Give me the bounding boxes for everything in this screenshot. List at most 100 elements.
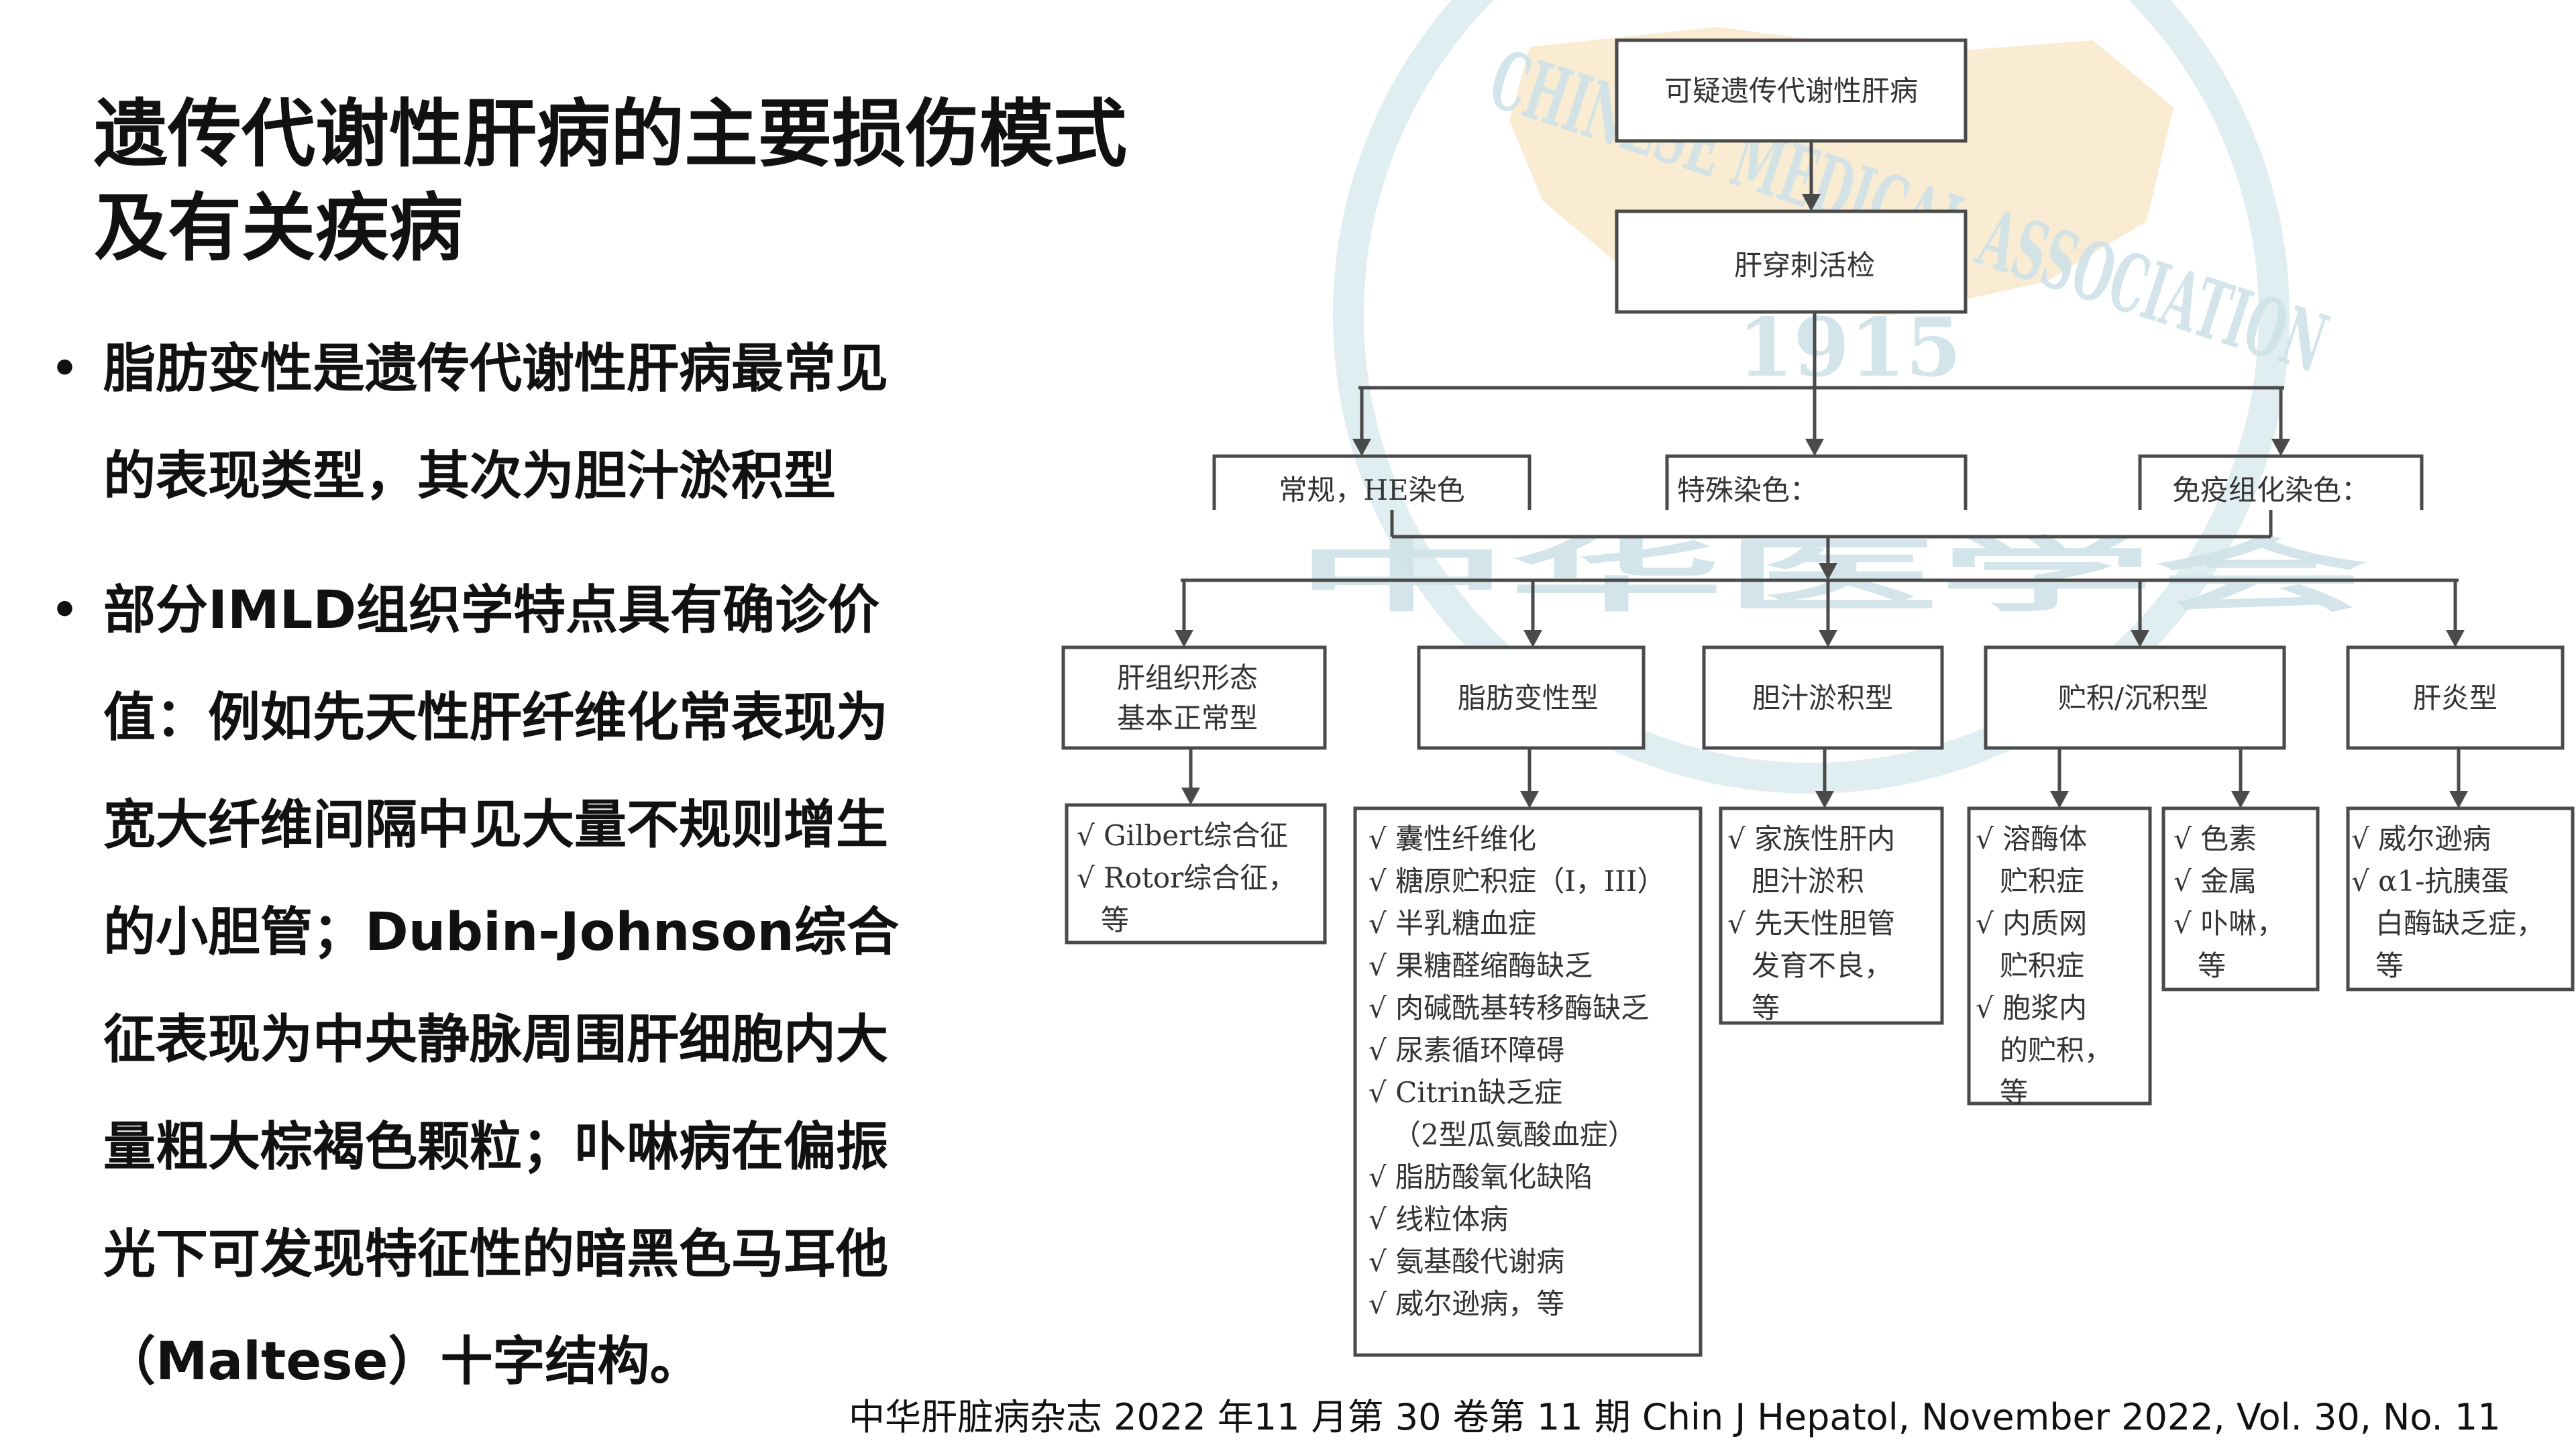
- disease-item: √ 先天性胆管: [1727, 907, 1895, 940]
- disease-item: √ Gilbert综合征: [1077, 819, 1288, 852]
- arrowhead: [1181, 788, 1200, 805]
- category-label: 脂肪变性型: [1458, 682, 1599, 714]
- disease-item: 发育不良，: [1752, 949, 1892, 982]
- disease-item: 白酶缺乏症，: [2375, 907, 2544, 940]
- arrowhead: [2271, 439, 2290, 456]
- disease-item: （2型瓜氨酸血症）: [1393, 1118, 1636, 1151]
- bullet-marker: •: [51, 586, 78, 635]
- arrowhead: [2231, 791, 2250, 808]
- disease-item: √ 胞浆内: [1976, 991, 2087, 1024]
- bullet-line: （Maltese）十字结构。: [103, 1332, 702, 1392]
- watermark-year: 1915: [1737, 301, 1962, 395]
- stain-box: [1665, 454, 1968, 510]
- slide-title-line-2: 及有关疾病: [94, 185, 463, 271]
- bullet-line: 的表现类型，其次为胆汁淤积型: [103, 446, 837, 506]
- arrowhead: [2131, 630, 2149, 647]
- disease-item: √ 半乳糖血症: [1368, 907, 1536, 940]
- disease-item: 等: [2000, 1076, 2028, 1109]
- category-box-1: [1061, 645, 1327, 750]
- bullet-line: 光下可发现特征性的暗黑色马耳他: [103, 1224, 889, 1285]
- slide-title-line-1: 遗传代谢性肝病的主要损伤模式: [94, 91, 1127, 177]
- watermark-ring: [1333, 0, 2290, 794]
- disease-item: √ α1-抗胰蛋: [2351, 865, 2509, 898]
- disease-item: 胆汁淤积: [1752, 865, 1864, 898]
- category-box-3: [1702, 645, 1944, 750]
- journal-citation: 中华肝脏病杂志 2022 年11 月第 30 卷第 11 期 Chin J He…: [849, 1396, 2501, 1438]
- disease-item: √ 内质网: [1976, 907, 2087, 940]
- arrowhead: [1523, 630, 1542, 647]
- liver-biopsy-box: [1615, 209, 1968, 314]
- disease-box-2: [1353, 806, 1703, 1357]
- disease-item: √ Citrin缺乏症: [1368, 1076, 1562, 1109]
- disease-item: √ 肉碱酰基转移酶缺乏: [1368, 991, 1649, 1024]
- bullet-item-2: • 部分IMLD组织学特点具有确诊价 值：例如先天性肝纤维化常表现为 宽大纤维间…: [47, 557, 1000, 1415]
- bullet-line: 脂肪变性是遗传代谢性肝病最常见: [103, 339, 889, 399]
- disease-item: 的贮积，: [2000, 1034, 2112, 1067]
- category-box-2: [1417, 645, 1646, 750]
- category-box-5: [2346, 645, 2565, 750]
- arrowhead: [1352, 439, 1371, 456]
- disease-item: √ 色素: [2174, 822, 2257, 855]
- disease-item: √ 卟啉，: [2174, 907, 2285, 940]
- arrowhead: [1819, 630, 1837, 647]
- disease-item: √ 囊性纤维化: [1368, 822, 1536, 855]
- stain-box: [1212, 454, 1532, 510]
- stain-label: 常规，HE染色: [1279, 474, 1464, 506]
- category-label: 肝炎型: [2413, 682, 2498, 714]
- category-label: 肝组织形态: [1117, 661, 1258, 694]
- disease-box-1: [1065, 803, 1327, 945]
- liver-biopsy-label: 肝穿刺活检: [1734, 249, 1875, 282]
- disease-item: 等: [1752, 991, 1780, 1024]
- disease-item: 等: [2198, 949, 2226, 982]
- suspected-imld-label: 可疑遗传代谢性肝病: [1664, 74, 1918, 107]
- arrowhead: [1815, 791, 1834, 808]
- bullet-line: 值：例如先天性肝纤维化常表现为: [103, 688, 889, 748]
- disease-item: 贮积症: [2000, 949, 2084, 982]
- disease-item: √ Rotor综合征，: [1077, 861, 1296, 894]
- category-box-4: [1984, 645, 2286, 750]
- disease-item: √ 果糖醛缩酶缺乏: [1368, 949, 1593, 982]
- disease-item: √ 金属: [2174, 865, 2257, 898]
- disease-item: 等: [1101, 904, 1129, 936]
- disease-item: √ 溶酶体: [1976, 822, 2087, 855]
- disease-box-4: [1967, 806, 2152, 1106]
- arrowhead: [1520, 791, 1539, 808]
- disease-item: 等: [2375, 949, 2404, 982]
- slide-title: 遗传代谢性肝病的主要损伤模式 及有关疾病: [94, 87, 1167, 275]
- bullet-line: 的小胆管；Dubin-Johnson综合: [103, 902, 899, 963]
- suspected-imld-box: [1615, 38, 1968, 143]
- stain-label: 特殊染色：: [1677, 474, 1818, 506]
- bullet-list: • 脂肪变性是遗传代谢性肝病最常见 的表现类型，其次为胆汁淤积型 • 部分IML…: [47, 315, 1000, 1442]
- bullet-line: 量粗大棕褐色颗粒；卟啉病在偏振: [103, 1117, 889, 1177]
- arrowhead: [2449, 791, 2468, 808]
- disease-item: √ 家族性肝内: [1727, 822, 1895, 855]
- bullet-item-1: • 脂肪变性是遗传代谢性肝病最常见 的表现类型，其次为胆汁淤积型: [47, 315, 1000, 530]
- disease-item: √ 糖原贮积症（I，III）: [1368, 865, 1665, 898]
- disease-item: √ 线粒体病: [1368, 1203, 1508, 1236]
- arrowhead: [1819, 563, 1837, 580]
- disease-box-6: [2346, 806, 2575, 991]
- arrowhead: [1805, 439, 1824, 456]
- bullet-line: 宽大纤维间隔中见大量不规则增生: [103, 795, 889, 855]
- arrowhead: [2446, 630, 2465, 647]
- disease-item: 贮积症: [2000, 865, 2084, 898]
- category-label: 贮积/沉积型: [2058, 682, 2208, 714]
- bullet-line: 部分IMLD组织学特点具有确诊价: [103, 580, 880, 641]
- category-label: 胆汁淤积型: [1752, 682, 1893, 714]
- category-label: 基本正常型: [1117, 702, 1258, 735]
- disease-item: √ 尿素循环障碍: [1368, 1034, 1564, 1067]
- disease-item: √ 威尔逊病: [2351, 822, 2491, 855]
- watermark-emblem-text: 中华医学会: [1295, 529, 2368, 623]
- disease-box-5: [2161, 806, 2320, 991]
- arrowhead: [1802, 194, 1821, 211]
- flowchart-connectors: [1175, 141, 2468, 808]
- disease-box-3: [1719, 806, 1944, 1025]
- bullet-marker: •: [51, 344, 78, 394]
- disease-item: √ 氨基酸代谢病: [1368, 1245, 1564, 1278]
- stain-box: [2138, 454, 2424, 510]
- stain-label: 免疫组化染色：: [2172, 474, 2369, 506]
- arrowhead: [1175, 630, 1193, 647]
